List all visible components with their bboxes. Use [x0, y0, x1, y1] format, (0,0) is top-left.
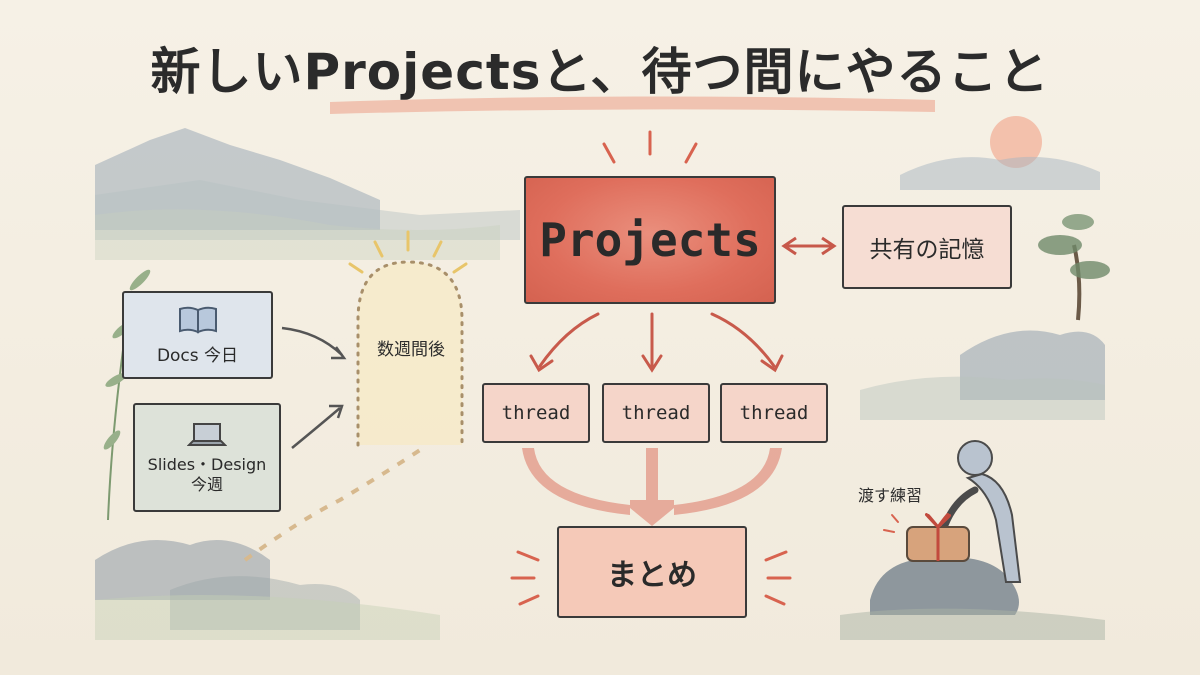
summary-rays [510, 550, 792, 606]
footpath [243, 448, 422, 562]
arrow-head [781, 236, 797, 256]
arrow-head [331, 346, 347, 360]
merge-flow [522, 448, 782, 526]
projects-node: Projects [524, 176, 776, 304]
left-mountain [95, 128, 380, 230]
arrows-projects-to-threads [529, 312, 784, 373]
grass-bank [95, 595, 440, 640]
person-arm [941, 486, 979, 529]
summary-node: まとめ [557, 526, 747, 618]
thread-node-1: thread [482, 383, 590, 443]
docs-label: Docs 今日 [156, 345, 239, 366]
left-meadow [95, 209, 500, 260]
arrow-head [821, 236, 837, 256]
handoff-practice-label: 渡す練習 [858, 486, 923, 505]
person-body [965, 472, 1022, 583]
arch-rays [348, 230, 468, 274]
tree-trunk [1072, 244, 1082, 321]
page-title: 新しいProjectsと、待つ間にやること [150, 43, 1050, 101]
rock [95, 540, 270, 600]
tree-foliage [1038, 235, 1082, 255]
arrow-docs-to-weeks [281, 326, 343, 356]
tree-foliage [1062, 214, 1094, 230]
arch-glow [358, 262, 462, 445]
ground [840, 608, 1105, 640]
leaf [129, 269, 151, 291]
leaf [105, 373, 127, 387]
gift-sparkles [883, 514, 899, 533]
weeks-later-label: 数週間後 [377, 340, 445, 360]
slides-label-line1: Slides・Design [147, 454, 267, 474]
book-icon [178, 306, 217, 334]
right-cloud-mountain [900, 156, 1100, 190]
right-hill [860, 376, 1105, 420]
thread-node-2: thread [602, 383, 710, 443]
arrow-slides-to-weeks [291, 407, 341, 449]
sun [990, 116, 1042, 168]
slides-design-card: Slides・Design 今週 [133, 403, 281, 512]
thread-node-3: thread [720, 383, 828, 443]
tree-foliage [1070, 261, 1110, 279]
docs-card: Docs 今日 [122, 291, 273, 379]
laptop-icon [187, 422, 227, 446]
slides-label-line2: 今週 [190, 474, 223, 494]
arrow-head [329, 404, 344, 419]
leaf [103, 430, 121, 450]
gift-bow [924, 513, 952, 530]
rock [170, 576, 360, 630]
shared-memory-node: 共有の記憶 [842, 205, 1012, 289]
left-hills [95, 180, 520, 240]
projects-rays [602, 130, 698, 164]
stone-pedestal [870, 556, 1019, 615]
dotted-arch [356, 260, 464, 447]
right-rock [960, 330, 1105, 400]
title-brush-stroke [330, 96, 935, 114]
person-head [957, 440, 993, 476]
